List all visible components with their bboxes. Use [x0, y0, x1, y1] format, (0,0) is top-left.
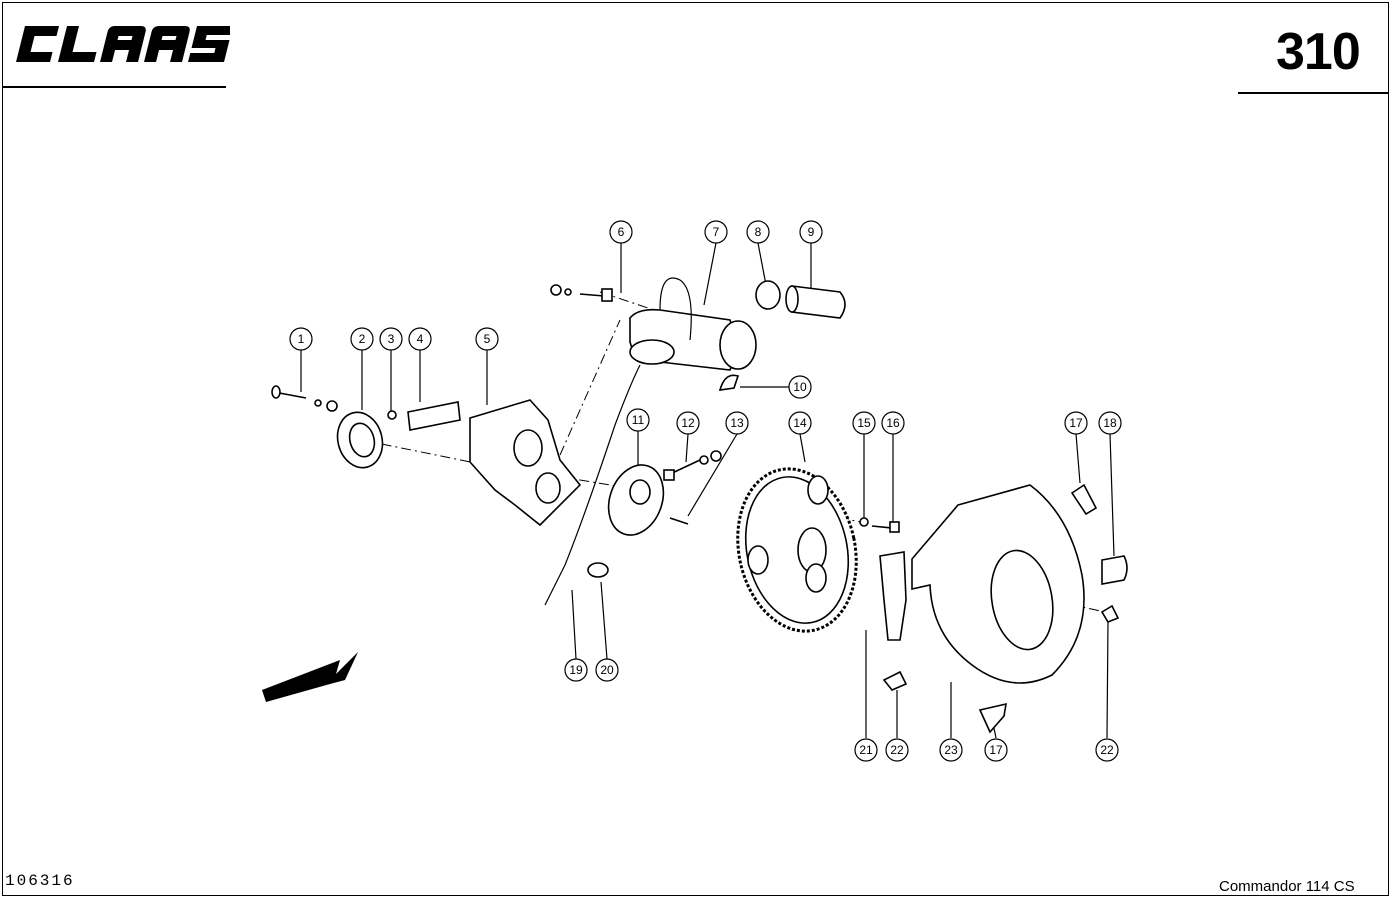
- callout-17-upper: 17: [1064, 411, 1088, 435]
- direction-arrow: [262, 652, 358, 702]
- svg-text:7: 7: [713, 225, 720, 239]
- part-motor-7: [544, 277, 757, 606]
- callout-7: 7: [704, 220, 728, 244]
- svg-text:19: 19: [569, 663, 583, 677]
- callout-22-left: 22: [885, 738, 909, 762]
- svg-text:22: 22: [1100, 743, 1114, 757]
- callout-11: 11: [626, 408, 650, 432]
- svg-text:21: 21: [859, 743, 873, 757]
- part-guard-23: [911, 484, 1085, 684]
- svg-text:12: 12: [681, 416, 695, 430]
- part-screw-6: [550, 284, 613, 302]
- header-rule-left: [2, 86, 226, 88]
- svg-text:18: 18: [1103, 416, 1117, 430]
- part-bracket-17-upper: [1070, 483, 1098, 516]
- callout-22-right: 22: [1095, 738, 1119, 762]
- part-washer-3: [387, 410, 397, 420]
- part-pin-13: [669, 517, 689, 525]
- callout-21: 21: [854, 738, 878, 762]
- page-number: 310: [1276, 23, 1361, 81]
- drawing-number: 106316: [5, 872, 75, 890]
- callout-6: 6: [609, 220, 633, 244]
- part-clamp-8: [755, 280, 781, 310]
- part-nut-22-right: [1100, 604, 1120, 623]
- callout-1: 1: [289, 327, 313, 351]
- svg-text:14: 14: [793, 416, 807, 430]
- callout-18: 18: [1098, 411, 1122, 435]
- callout-13: 13: [725, 411, 749, 435]
- part-strip-21: [879, 551, 907, 641]
- part-bolt-12: [663, 450, 722, 481]
- part-bolt-16: [871, 521, 900, 533]
- model-name: Commandor 114 CS: [1219, 878, 1355, 895]
- callout-5: 5: [475, 327, 499, 351]
- svg-text:23: 23: [944, 743, 958, 757]
- svg-text:1: 1: [298, 332, 305, 346]
- part-sleeve-9: [785, 285, 846, 319]
- part-bracket-17-lower: [978, 702, 1007, 734]
- callout-23: 23: [939, 738, 963, 762]
- svg-text:11: 11: [632, 413, 645, 427]
- part-bolt-1: [271, 385, 338, 412]
- callout-4: 4: [408, 327, 432, 351]
- callout-20: 20: [595, 658, 619, 682]
- callout-10: 10: [788, 375, 812, 399]
- svg-text:4: 4: [417, 332, 424, 346]
- callout-2: 2: [350, 327, 374, 351]
- svg-text:2: 2: [359, 332, 366, 346]
- svg-text:16: 16: [886, 416, 900, 430]
- callout-16: 16: [881, 411, 905, 435]
- callout-17-lower: 17: [984, 738, 1008, 762]
- callout-19: 19: [564, 658, 588, 682]
- callout-12: 12: [676, 411, 700, 435]
- svg-text:17: 17: [989, 743, 1003, 757]
- svg-text:17: 17: [1069, 416, 1083, 430]
- svg-text:10: 10: [793, 380, 807, 394]
- part-nut-22-left: [882, 670, 908, 691]
- svg-text:15: 15: [857, 416, 871, 430]
- svg-text:20: 20: [600, 663, 614, 677]
- svg-text:13: 13: [730, 416, 744, 430]
- callout-3: 3: [379, 327, 403, 351]
- svg-text:6: 6: [618, 225, 625, 239]
- svg-text:5: 5: [484, 332, 491, 346]
- part-clip-18: [1101, 555, 1128, 585]
- callout-15: 15: [852, 411, 876, 435]
- part-bracket-5: [469, 399, 582, 527]
- svg-text:22: 22: [890, 743, 904, 757]
- part-gear-14: [736, 467, 858, 633]
- part-plate-4: [407, 401, 461, 431]
- part-flange-11: [607, 464, 665, 536]
- svg-text:9: 9: [808, 225, 815, 239]
- callout-9: 9: [799, 220, 823, 244]
- part-washer-15: [859, 517, 869, 527]
- leader-lines: [300, 242, 1115, 739]
- svg-text:8: 8: [755, 225, 762, 239]
- header-rule-right: [1238, 92, 1389, 94]
- part-grommet-20: [587, 562, 609, 578]
- callout-14: 14: [788, 411, 812, 435]
- part-seal-2: [336, 411, 384, 469]
- svg-text:3: 3: [388, 332, 395, 346]
- callout-8: 8: [746, 220, 770, 244]
- claas-logo: [16, 26, 230, 62]
- part-terminal-10: [718, 374, 740, 391]
